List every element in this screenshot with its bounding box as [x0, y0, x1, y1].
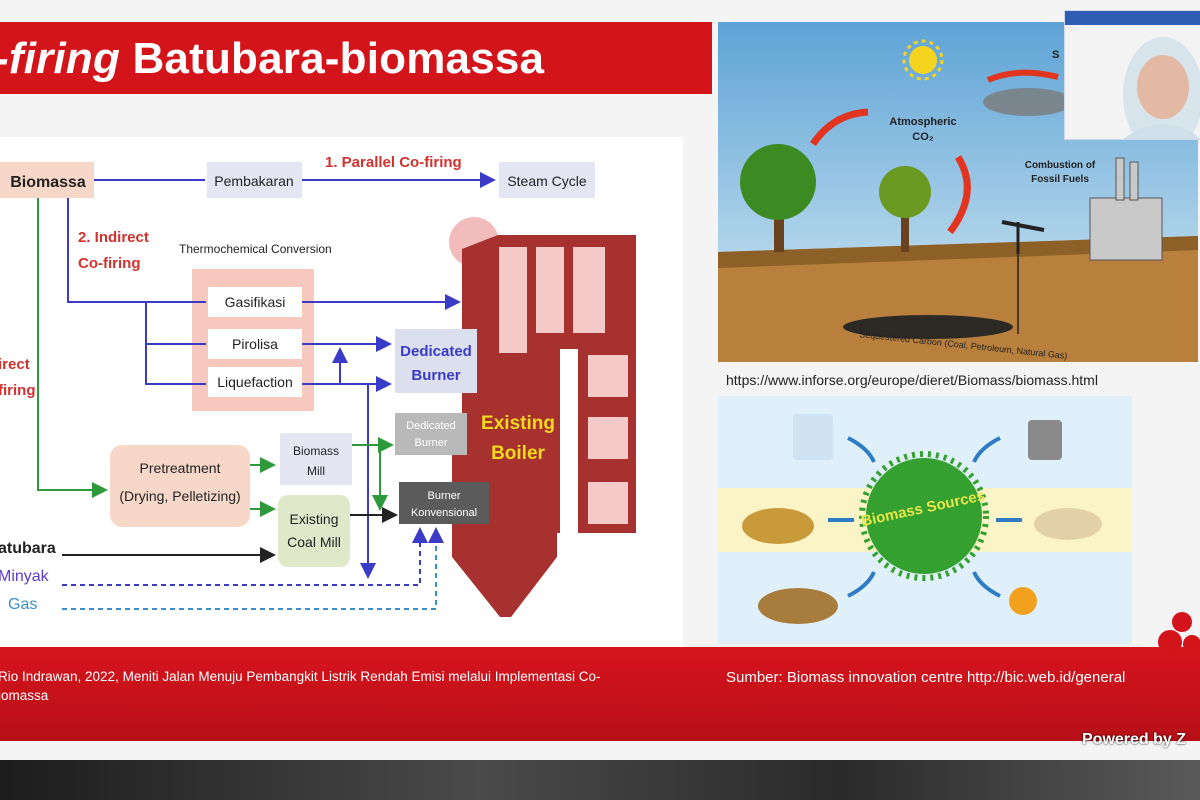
burner-konvensional-label-2: Konvensional: [411, 507, 477, 519]
liquefaction-box: [208, 367, 302, 397]
small-dedicated-label-2: Burner: [414, 437, 447, 449]
co2-arrow-icon: [810, 108, 869, 147]
slide: -firing Batubara-biomassa Existing: [0, 10, 1200, 748]
boiler-shape: [449, 217, 636, 617]
existing-coal-mill-label-2: Coal Mill: [287, 534, 341, 550]
industrial-residues-icon: [1009, 587, 1037, 615]
indirect-label-2: Co-firing: [78, 255, 140, 272]
pretreatment-label-2: (Drying, Pelletizing): [119, 488, 240, 504]
indirect-label-1: 2. Indirect: [78, 229, 149, 246]
biomassa-box: [0, 162, 94, 198]
gasifikasi-label: Gasifikasi: [225, 294, 286, 310]
atmospheric-label: Atmospheric: [889, 116, 956, 128]
pembakaran-box: [207, 162, 302, 198]
citation-left-line2: iomassa: [0, 688, 49, 703]
biomass-mill-label-2: Mill: [307, 464, 325, 478]
animal-residues-icon: [1034, 508, 1102, 540]
existing-coal-mill-box: [278, 495, 350, 567]
cofiring-diagram-svg: Existing Boiler Biomassa Pembakaran Stea…: [0, 154, 636, 617]
combustion-label-1: Combustion of: [1025, 160, 1096, 171]
sun-icon: [902, 39, 944, 81]
direct-lines: [37, 198, 394, 517]
webcam-feed[interactable]: [1064, 10, 1200, 140]
oil-pump-icon: [1001, 220, 1045, 334]
slide-footer: Rio Indrawan, 2022, Meniti Jalan Menuju …: [0, 647, 1200, 748]
boiler-label-1: Existing: [481, 413, 555, 434]
small-dedicated-burner-box: [395, 413, 467, 455]
direct-label-1: irect: [0, 356, 30, 373]
biomass-mill-box: [280, 433, 352, 485]
citation-left: Rio Indrawan, 2022, Meniti Jalan Menuju …: [0, 667, 698, 705]
burner-konvensional-label-1: Burner: [427, 490, 460, 502]
biomassa-label: Biomassa: [10, 174, 86, 191]
steam-cycle-label: Steam Cycle: [507, 173, 587, 189]
photo-s-label: S: [1052, 49, 1059, 61]
slide-title-rest: Batubara-biomassa: [120, 34, 545, 83]
batubara-label: atubara: [0, 540, 56, 557]
co2-arrow-icon: [986, 69, 1059, 83]
gas-line: [62, 527, 444, 610]
pirolisa-box: [208, 329, 302, 359]
burner-konvensional-box: [399, 482, 489, 524]
pirolisa-label: Pirolisa: [232, 336, 278, 352]
steam-cycle-box: [499, 162, 595, 198]
biomass-sources-center-icon: [859, 451, 989, 581]
indirect-lines: [67, 198, 461, 579]
combustion-label-2: Fossil Fuels: [1031, 174, 1089, 185]
tree-small-icon: [879, 166, 931, 252]
dedicated-burner-label-2: Burner: [411, 367, 460, 384]
co2-label: CO₂: [912, 131, 934, 143]
landfill-bin-icon: [1028, 420, 1062, 460]
forestry-crops-icon: [758, 588, 838, 624]
gas-label: Gas: [8, 596, 37, 613]
reference-url: https://www.inforse.org/europe/dieret/Bi…: [726, 372, 1098, 388]
liquefaction-label: Liquefaction: [217, 374, 293, 390]
pretreatment-label-1: Pretreatment: [140, 460, 221, 476]
pembakaran-label: Pembakaran: [214, 173, 293, 189]
slide-title: -firing Batubara-biomassa: [0, 34, 544, 84]
parallel-cofiring-label: 1. Parallel Co-firing: [325, 154, 462, 171]
small-dedicated-label-1: Dedicated: [406, 420, 456, 432]
tree-large-icon: [740, 144, 816, 252]
factory-icon: [1089, 157, 1163, 261]
existing-coal-mill-label-1: Existing: [289, 511, 338, 527]
powered-by-label: Powered by Z: [1082, 731, 1187, 748]
agricultural-crops-icon: [742, 508, 814, 544]
biomass-sources-illustration: Biomass Sources: [718, 396, 1132, 644]
minyak-line: [62, 527, 428, 586]
dedicated-burner-label-1: Dedicated: [400, 343, 472, 360]
brin-logo-icon: [1158, 612, 1200, 654]
direct-label-2: firing: [0, 382, 36, 399]
webcam-header: [1065, 11, 1200, 25]
citation-left-line1: Rio Indrawan, 2022, Meniti Jalan Menuju …: [0, 669, 601, 684]
speaker-avatar: [1065, 25, 1200, 139]
cofiring-diagram: Existing Boiler Biomassa Pembakaran Stea…: [0, 137, 683, 647]
sources-arrows: [828, 436, 1022, 598]
co2-arrow-icon: [947, 155, 971, 235]
video-bottom-strip: [0, 760, 1200, 800]
boiler-label-2: Boiler: [491, 443, 545, 464]
municipal-waste-icon: [793, 414, 833, 460]
minyak-label: Minyak: [0, 568, 50, 585]
slide-title-italic: -firing: [0, 34, 121, 83]
biomass-mill-label-1: Biomass: [293, 444, 339, 458]
biomass-sources-svg: Biomass Sources: [718, 396, 1132, 644]
gasifikasi-box: [208, 287, 302, 317]
pretreatment-box: [110, 445, 250, 527]
dedicated-burner-box: [395, 329, 477, 393]
citation-right: Sumber: Biomass innovation centre http:/…: [726, 669, 1126, 686]
thermochemical-label: Thermochemical Conversion: [179, 242, 332, 256]
title-bar: -firing Batubara-biomassa: [0, 22, 712, 94]
